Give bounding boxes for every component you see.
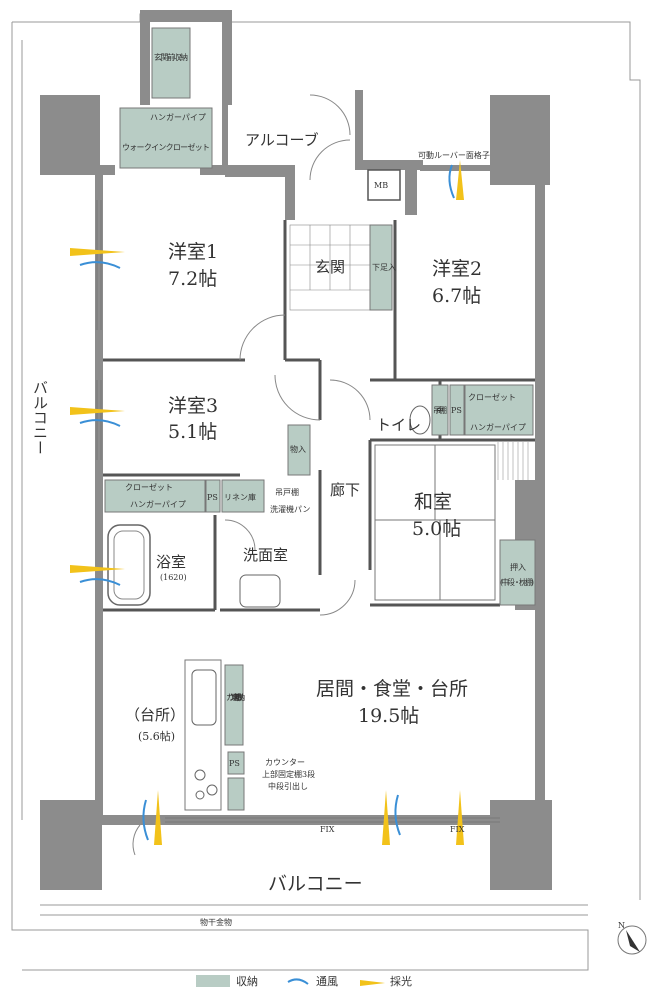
label-oshiire-note: (中段・枕棚): [500, 577, 534, 587]
room-ldk-name: 居間・食堂・台所: [316, 678, 468, 700]
storage-blocks: [104, 27, 536, 811]
svg-text:N: N: [618, 921, 625, 930]
label-shoe: 下足入: [372, 263, 396, 272]
label-hanger-3: ハンガーパイプ: [130, 499, 186, 509]
linen-storage: [221, 479, 265, 513]
kitchen-sink: [191, 669, 217, 726]
room-western3-name: 洋室3: [168, 395, 218, 417]
room-alcove-name: アルコーブ: [245, 131, 319, 149]
room-washroom-name: 洗面室: [243, 546, 288, 564]
label-hanger-walkin: ハンガーパイプ: [150, 112, 206, 122]
label-fix-right: FIX: [450, 825, 465, 834]
label-oshiire: 押入: [510, 562, 526, 572]
legend-storage-label: 収納: [236, 975, 258, 988]
room-corridor-name: 廊下: [330, 481, 360, 499]
room-kitchen-size: (5.6帖): [138, 730, 175, 743]
stove-burner: [194, 769, 206, 781]
door-swings: [132, 94, 371, 856]
closet-3: [104, 479, 206, 513]
label-washer-pan: 洗濯機パン: [270, 504, 310, 514]
mono-storage: [287, 424, 311, 476]
label-ps-2: PS: [451, 406, 462, 415]
tatami-step: [497, 442, 529, 480]
kitchen-counter: [184, 659, 222, 811]
legend-wind-mark: [287, 978, 309, 985]
label-counter: カウンター: [265, 758, 305, 767]
label-counter-note1: 上部固定棚3段: [262, 769, 315, 779]
label-hanger-2: ハンガーパイプ: [470, 422, 526, 432]
label-balcony-side: バルコニー: [31, 380, 49, 455]
entrance-front-storage: [151, 27, 191, 99]
room-western1-name: 洋室1: [168, 241, 218, 263]
room-western3-size: 5.1帖: [168, 421, 217, 443]
shoe-storage: [369, 224, 393, 311]
room-bath-name: 浴室: [156, 553, 186, 571]
label-closet-2: クローゼット: [468, 392, 516, 402]
label-ps-3: PS: [207, 493, 218, 502]
light-markers: [70, 160, 464, 845]
label-entrance-front: 玄関前収納: [154, 52, 188, 62]
closet-2: [464, 384, 534, 436]
room-japanese-name: 和室: [414, 491, 452, 513]
legend-storage-swatch: [196, 975, 230, 987]
wash-basin: [239, 574, 281, 608]
compass: N: [617, 921, 647, 955]
mb-box: [367, 169, 401, 201]
room-western2-name: 洋室2: [432, 258, 482, 280]
label-hanging-shelf: 吊戸棚: [275, 487, 299, 497]
label-mono: 物入: [290, 444, 306, 454]
counter-lower: [224, 664, 244, 746]
ps-kitchen: [227, 751, 245, 775]
room-bath-size: (1620): [160, 573, 187, 582]
ps-2: [449, 384, 465, 436]
label-closet-3: クローゼット: [125, 482, 173, 492]
room-japanese-size: 5.0帖: [412, 518, 461, 540]
windows: [96, 200, 500, 823]
label-fix-left: FIX: [320, 825, 335, 834]
room-western1-size: 7.2帖: [168, 268, 217, 290]
room-western2-size: 6.7帖: [432, 285, 481, 307]
label-walkin: ウォークインクローゼット: [122, 142, 210, 152]
room-kitchen-name: （台所）: [125, 706, 185, 724]
label-linen: リネン庫: [224, 492, 256, 502]
tatami: [374, 444, 496, 601]
label-louver: 可動ルーバー面格子: [418, 150, 490, 160]
label-hanger-hardware: 物干金物: [200, 917, 232, 927]
label-mb: MB: [374, 181, 388, 190]
room-entrance-name: 玄関: [315, 258, 345, 276]
toilet-bowl: [409, 405, 431, 435]
label-counter-note2: 中段引出し: [268, 781, 308, 791]
interior-walls: [103, 220, 535, 612]
room-toilet-name: トイレ: [376, 416, 421, 434]
wind-markers: [79, 164, 455, 841]
legend: 収納 通風 採光: [196, 974, 412, 988]
label-ps-kitchen: PS: [229, 759, 240, 768]
label-balcony-bottom: バルコニー: [268, 873, 363, 895]
oshiire: [499, 539, 536, 606]
ps-3: [205, 479, 221, 513]
legend-light-mark: [360, 980, 385, 986]
label-counter-lower: カウンター(下部収納): [226, 692, 245, 702]
legend-wind-label: 通風: [316, 975, 338, 988]
counter-storage: [227, 777, 245, 811]
walkin-closet: [119, 107, 213, 169]
label-hanging-shelf-toilet: 吊戸棚: [433, 405, 447, 415]
hanging-shelf-toilet: [431, 384, 449, 436]
room-ldk-size: 19.5帖: [358, 705, 419, 727]
legend-light-label: 採光: [390, 974, 412, 988]
